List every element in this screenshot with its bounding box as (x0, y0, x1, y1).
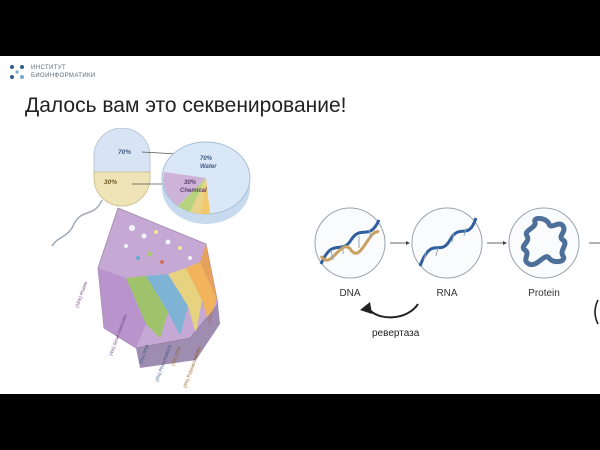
disc-chem-pct: 30% (184, 180, 197, 186)
logo-line-1: ИНСТИТУТ (31, 65, 67, 71)
revertase-label: ревертаза (372, 328, 420, 339)
slide: ИНСТИТУТ БИОИНФОРМАТИКИ Далось вам это с… (0, 56, 600, 394)
cell-top-pct: 70% (118, 149, 131, 156)
disc-water-pct: 70% (200, 156, 213, 162)
sector-label-rna: (2%) RNA (138, 344, 150, 365)
protein-label: Protein (528, 288, 560, 299)
sector-label-dna: (1%) DNA (170, 346, 182, 367)
cell-composition-figure: 70% 30% 70% Water 30% Chemical (51, 128, 251, 388)
partial-arrow (589, 242, 600, 244)
institute-logo: ИНСТИТУТ БИОИНФОРМАТИКИ (9, 64, 96, 80)
bacterium-cell (51, 128, 151, 247)
partial-curve-arrow (594, 299, 599, 325)
composition-wedge (97, 207, 220, 368)
slide-title: Далось вам это секвенирование! (25, 94, 347, 117)
rna-label: RNA (436, 288, 458, 299)
rna-circle (411, 207, 483, 279)
reverse-transcription-arrow (360, 302, 419, 319)
dna-label: DNA (339, 288, 361, 299)
rna-to-protein-arrow (487, 241, 507, 245)
sector-label-protein: (15%) Protein (74, 280, 88, 308)
dna-to-rna-arrow (390, 241, 410, 245)
network-dots-icon (10, 65, 24, 79)
protein-circle (508, 207, 580, 279)
composition-disc (161, 141, 251, 224)
cell-bottom-pct: 30% (104, 179, 117, 186)
logo-line-2: БИОИНФОРМАТИКИ (31, 73, 96, 79)
disc-chem-label: Chemical (180, 188, 207, 194)
disc-water-label: Water (200, 164, 217, 170)
dna-circle (314, 207, 386, 279)
